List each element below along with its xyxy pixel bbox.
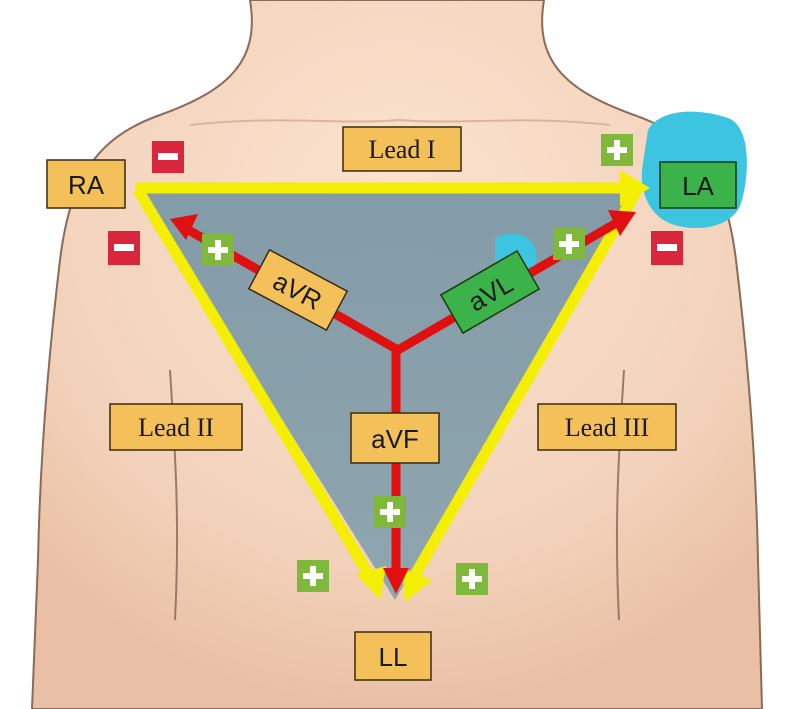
lead-ii-box: Lead II — [109, 403, 243, 451]
plus-marker-avr — [202, 234, 234, 266]
left-arm-crease — [615, 369, 625, 621]
plus-marker-la-top — [601, 134, 633, 166]
minus-marker-la — [651, 231, 683, 265]
ra-label: RA — [68, 170, 105, 200]
minus-marker-ra-left — [108, 231, 140, 265]
lead-iii-label: Lead III — [565, 413, 649, 442]
ll-label: LL — [379, 642, 408, 672]
lead-iii-box: Lead III — [537, 403, 677, 451]
ra-label-box: RA — [46, 159, 126, 209]
la-label: LA — [682, 171, 714, 201]
avf-box: aVF — [350, 412, 440, 464]
ll-label-box: LL — [354, 631, 432, 681]
plus-marker-lead-ii — [297, 560, 329, 592]
avf-label: aVF — [371, 424, 419, 454]
plus-marker-avl — [553, 228, 585, 260]
lead-i-box: Lead I — [342, 126, 462, 172]
lead-i-label: Lead I — [368, 135, 435, 164]
minus-marker-ra-top — [152, 141, 184, 173]
clavicle-line — [189, 118, 611, 126]
la-label-box: LA — [659, 161, 737, 209]
plus-marker-avf — [374, 496, 406, 528]
einthoven-arrows — [133, 170, 650, 602]
lead-ii-label: Lead II — [138, 413, 214, 442]
right-arm-crease — [169, 369, 179, 621]
avl-box: aVL — [439, 249, 541, 335]
plus-marker-lead-iii — [456, 563, 488, 595]
